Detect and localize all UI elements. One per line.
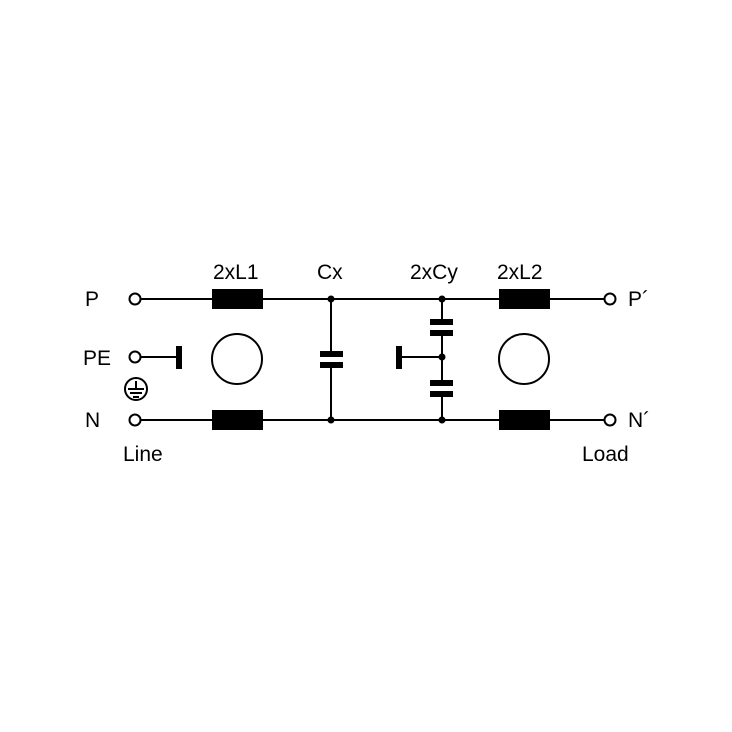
inductor-l1-top (212, 289, 263, 309)
label-line: Line (123, 443, 163, 466)
label-l1: 2xL1 (213, 261, 259, 284)
ground-icon (124, 377, 148, 401)
label-cy: 2xCy (410, 261, 458, 284)
label-n-in: N (85, 409, 100, 432)
inductor-l2-bottom (499, 410, 550, 430)
label-cx: Cx (317, 261, 343, 284)
junction-cx-bottom (327, 416, 335, 424)
terminal-pe-in (128, 350, 142, 364)
inductor-l2-top (499, 289, 550, 309)
terminal-n-in (128, 413, 142, 427)
junction-cy-top (438, 295, 446, 303)
label-p-out: P´ (628, 288, 649, 311)
label-p-in: P (85, 288, 99, 311)
junction-cx-top (327, 295, 335, 303)
label-n-out: N´ (628, 409, 650, 432)
core-l1 (211, 333, 263, 385)
core-l2 (498, 333, 550, 385)
terminal-p-in (128, 292, 142, 306)
pe-chassis-plate (176, 346, 182, 369)
capacitor-cx (320, 299, 343, 420)
terminal-n-out (603, 413, 617, 427)
capacitor-cy (396, 299, 453, 420)
junction-cy-bottom (438, 416, 446, 424)
label-l2: 2xL2 (497, 261, 543, 284)
inductor-l1-bottom (212, 410, 263, 430)
junction-cy-mid (438, 353, 446, 361)
terminal-p-out (603, 292, 617, 306)
label-pe-in: PE (83, 347, 111, 370)
label-load: Load (582, 443, 629, 466)
